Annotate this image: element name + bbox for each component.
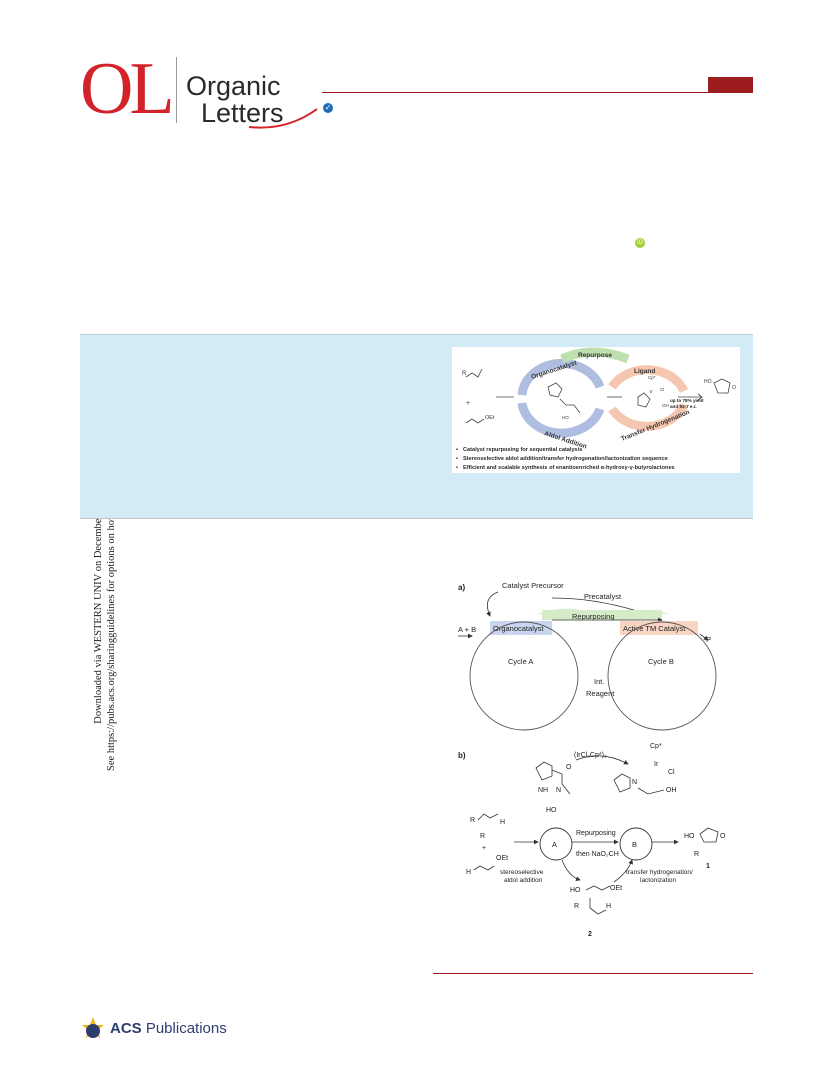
repurposing-label-b: Repurposing xyxy=(576,830,616,837)
journal-logo-mark: OL xyxy=(80,48,175,130)
header-rule xyxy=(322,92,753,93)
int-label: Int. xyxy=(594,677,604,686)
toc-cl: Cl xyxy=(660,387,664,392)
h-glyoxylate: H xyxy=(466,869,471,876)
orcid-icon[interactable]: iD xyxy=(635,238,645,248)
panel-b-label: b) xyxy=(458,751,466,760)
toc-cp: Cp* xyxy=(648,375,656,380)
th-label-1: transfer hydrogenation/ xyxy=(626,869,693,876)
toc-oh: OH xyxy=(662,403,669,408)
oh-right: OH xyxy=(666,787,677,794)
h-int-2: H xyxy=(606,903,611,910)
n-right: N xyxy=(632,779,637,786)
hn-left: N xyxy=(556,787,561,794)
acs-logo-icon xyxy=(82,1017,104,1038)
abstract-rule xyxy=(80,518,753,519)
ho-product-1: HO xyxy=(684,833,695,840)
logo-divider xyxy=(176,57,177,123)
toc-bullet: Efficient and scalable synthesis of enan… xyxy=(456,464,740,473)
toc-product-ho: HO xyxy=(704,379,712,385)
nh-left: NH xyxy=(538,787,548,794)
product-2-number: 2 xyxy=(588,931,592,938)
toc-ir: Ir xyxy=(650,389,653,394)
article-type-tab xyxy=(708,77,753,93)
toc-oet: OEt xyxy=(485,415,495,421)
acs-rest: Publications xyxy=(141,1020,227,1037)
journal-name-line2: Letters xyxy=(201,98,284,128)
reagent-label: Reagent xyxy=(586,689,615,698)
r-aldehyde-2: R xyxy=(480,833,485,840)
cl-label: Cl xyxy=(668,769,675,776)
toc-yield-line1: up to 78% yield xyxy=(670,398,704,403)
r-aldehyde-1: R xyxy=(470,817,475,824)
active-tm-box: Active TM Catalyst xyxy=(623,624,686,633)
organocatalyst-box: Organocatalyst xyxy=(493,624,544,633)
repurposing-label-a: Repurposing xyxy=(572,612,615,621)
then-na-label: then NaO₂CH xyxy=(576,851,619,858)
th-label-2: lactonization xyxy=(640,877,677,884)
a-plus-b: A + B xyxy=(458,625,476,634)
toc-yield-line2: and 93:7 e.r. xyxy=(670,404,697,409)
oet-glyoxylate: OEt xyxy=(496,855,508,862)
cycle-a-label: Cycle A xyxy=(508,657,533,666)
r-product-1: R xyxy=(694,851,699,858)
panel-a-label: a) xyxy=(458,583,465,592)
toc-ligand: Ligand xyxy=(634,368,655,375)
catalyst-precursor: Catalyst Precursor xyxy=(502,581,564,590)
toc-plus: + xyxy=(466,400,470,407)
aldol-label-1: stereoselective xyxy=(500,869,544,876)
ir-label: Ir xyxy=(654,761,659,768)
o-product-1: O xyxy=(720,833,726,840)
figure-bottom-rule xyxy=(433,973,753,974)
cp-star-label: Cp* xyxy=(650,743,662,750)
ircl-label: (IrCl₂Cp*)₂ xyxy=(574,752,607,759)
logo-swoosh-icon xyxy=(248,108,318,129)
journal-name-line1: Organic xyxy=(186,71,281,101)
cycle-b-b: B xyxy=(632,840,637,849)
plus-b: + xyxy=(482,845,486,852)
scheme-figure: a) Catalyst Precursor Precatalyst Repurp… xyxy=(458,581,726,938)
check-badge-icon: ✓ xyxy=(323,103,333,113)
acs-publications-wordmark[interactable]: ACS Publications xyxy=(110,1021,227,1037)
ho-left: HO xyxy=(546,807,557,814)
acs-bold: ACS xyxy=(110,1020,142,1037)
toc-bullet: Catalyst repurposing for sequential cata… xyxy=(456,446,740,455)
toc-bullet-list: Catalyst repurposing for sequential cata… xyxy=(456,446,740,472)
toc-repurpose: Repurpose xyxy=(578,352,612,359)
ho-int-2: HO xyxy=(570,887,581,894)
aldol-label-2: aldol addition xyxy=(504,877,543,884)
toc-ho-ligand: HO xyxy=(562,415,569,420)
toc-r-label: R xyxy=(462,371,467,377)
toc-yield: up to 78% yield and 93:7 e.r. xyxy=(670,398,740,410)
product-1-number: 1 xyxy=(706,863,710,870)
cycle-a-b: A xyxy=(552,840,557,849)
h-aldehyde: H xyxy=(500,819,505,826)
cycle-b-label: Cycle B xyxy=(648,657,674,666)
o-left: O xyxy=(566,764,572,771)
precatalyst-label: Precatalyst xyxy=(584,592,622,601)
toc-bullet: Stereoselective aldol addition/transfer … xyxy=(456,455,740,464)
toc-product-o: O xyxy=(732,385,736,391)
oet-int-2: OEt xyxy=(610,885,622,892)
r-int-2: R xyxy=(574,903,579,910)
